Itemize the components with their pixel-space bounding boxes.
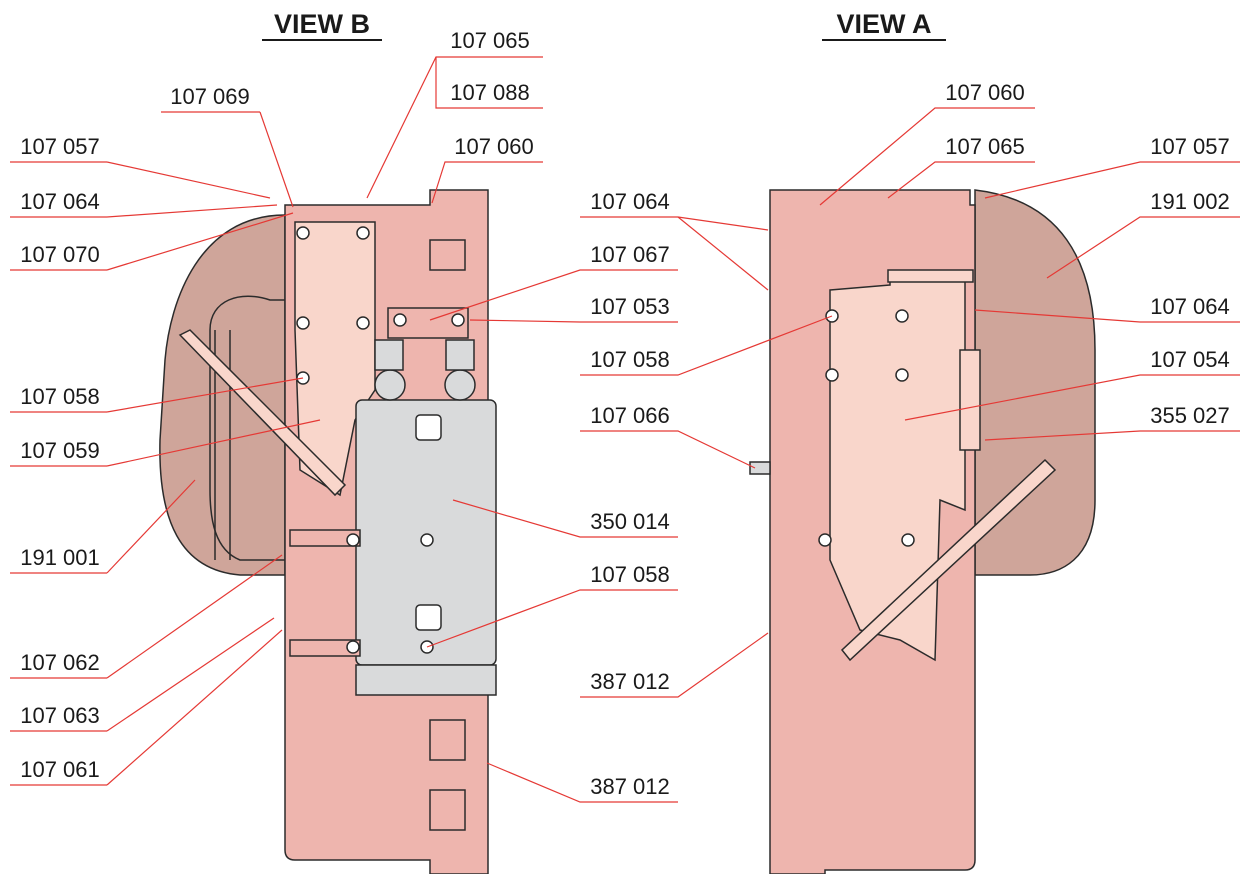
callout-label: 107 053: [590, 294, 670, 319]
manifold-191-002: [974, 189, 1096, 576]
callout-label: 107 059: [20, 438, 100, 463]
callout-label: 107 061: [20, 757, 100, 782]
fitting: [374, 339, 404, 371]
leader-lines: [10, 56, 1240, 803]
callout-label: 350 014: [590, 509, 670, 534]
callout-label: 107 069: [170, 84, 250, 109]
callout-label: 355 027: [1150, 403, 1230, 428]
bar: [289, 639, 361, 657]
callout-label: 107 057: [20, 134, 100, 159]
valve-base: [355, 664, 497, 696]
plate-107-059: [294, 221, 376, 497]
callout-label: 107 064: [590, 189, 670, 214]
callout-label: 191 002: [1150, 189, 1230, 214]
bar: [289, 529, 361, 547]
callout-label: 191 001: [20, 545, 100, 570]
callout-label: 107 058: [590, 562, 670, 587]
callout-label: 107 064: [1150, 294, 1230, 319]
bolts-view-a: [818, 309, 915, 547]
callout-label: 107 060: [454, 134, 534, 159]
callout-label: 107 065: [450, 28, 530, 53]
callout-label: 387 012: [590, 669, 670, 694]
valve-knob: [444, 369, 476, 401]
view-a-title: VIEW A: [836, 9, 931, 39]
housing-lugs: [429, 239, 466, 831]
callout-label: 387 012: [590, 774, 670, 799]
callout-label: 107 066: [590, 403, 670, 428]
view-b-drawing: [159, 189, 497, 874]
callout-label: 107 088: [450, 80, 530, 105]
valve-slot: [415, 414, 442, 441]
valve-knob: [374, 369, 406, 401]
callouts-view-a: 107 060 107 065 107 057 107 064 191 002 …: [590, 80, 1230, 694]
valve-slot: [415, 604, 442, 631]
fitting: [445, 339, 475, 371]
callouts-view-b: 107 065 107 088 107 069 107 057 107 060 …: [20, 28, 670, 799]
view-a-drawing: [749, 189, 1096, 874]
callout-label: 107 063: [20, 703, 100, 728]
callout-label: 107 060: [945, 80, 1025, 105]
callout-label: 107 057: [1150, 134, 1230, 159]
callout-label: 107 058: [20, 384, 100, 409]
view-b-title: VIEW B: [274, 9, 370, 39]
callout-label: 107 067: [590, 242, 670, 267]
callout-label: 107 065: [945, 134, 1025, 159]
bracket-355-027: [959, 349, 981, 451]
arm-plate-a: [840, 458, 1057, 662]
callout-label: 107 062: [20, 650, 100, 675]
bar-a: [887, 269, 974, 283]
bolts-view-b: [296, 226, 465, 654]
callout-label: 107 054: [1150, 347, 1230, 372]
pin-107-066: [749, 461, 771, 475]
callout-label: 107 070: [20, 242, 100, 267]
callout-label: 107 064: [20, 189, 100, 214]
callout-label: 107 058: [590, 347, 670, 372]
arm-plate: [178, 329, 347, 497]
